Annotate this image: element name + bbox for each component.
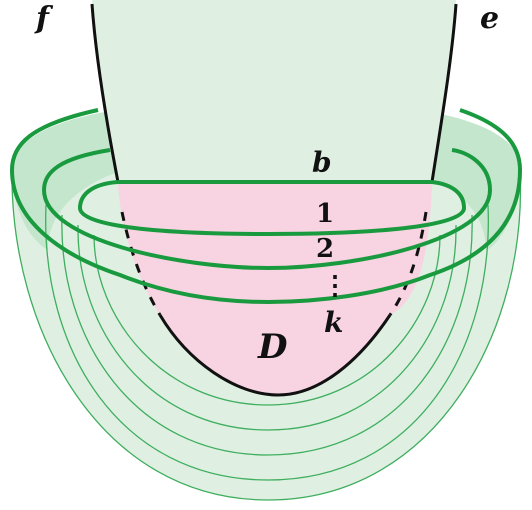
- label-e: e: [480, 1, 499, 36]
- right-dashed: [388, 211, 428, 316]
- label-b: b: [312, 146, 332, 179]
- thin-arc-4: [93, 234, 441, 406]
- ring-k: [9, 108, 523, 305]
- strip: [92, 0, 456, 182]
- thin-arc-2: [61, 214, 473, 456]
- label-2: 2: [316, 234, 334, 264]
- left-boundary: [90, 3, 120, 183]
- left-dashed: [120, 211, 162, 316]
- label-1: 1: [316, 199, 334, 229]
- bottom-boundary: [158, 314, 392, 397]
- rings: [9, 108, 523, 305]
- label-d: D: [257, 327, 288, 367]
- ring-2: [41, 148, 493, 271]
- region-d: [118, 182, 432, 395]
- thin-arc-3: [77, 224, 457, 431]
- right-boundary: [430, 3, 458, 183]
- label-f: f: [34, 1, 54, 36]
- label-dots: ⋮: [322, 271, 348, 301]
- ring-1: [77, 180, 467, 237]
- label-k: k: [324, 306, 343, 339]
- thin-arc-1: [45, 204, 489, 481]
- dashed-boundaries: [120, 211, 428, 316]
- thin-arc-5: [11, 169, 522, 501]
- strip-boundaries: [90, 3, 458, 397]
- thin-arcs: [11, 169, 522, 501]
